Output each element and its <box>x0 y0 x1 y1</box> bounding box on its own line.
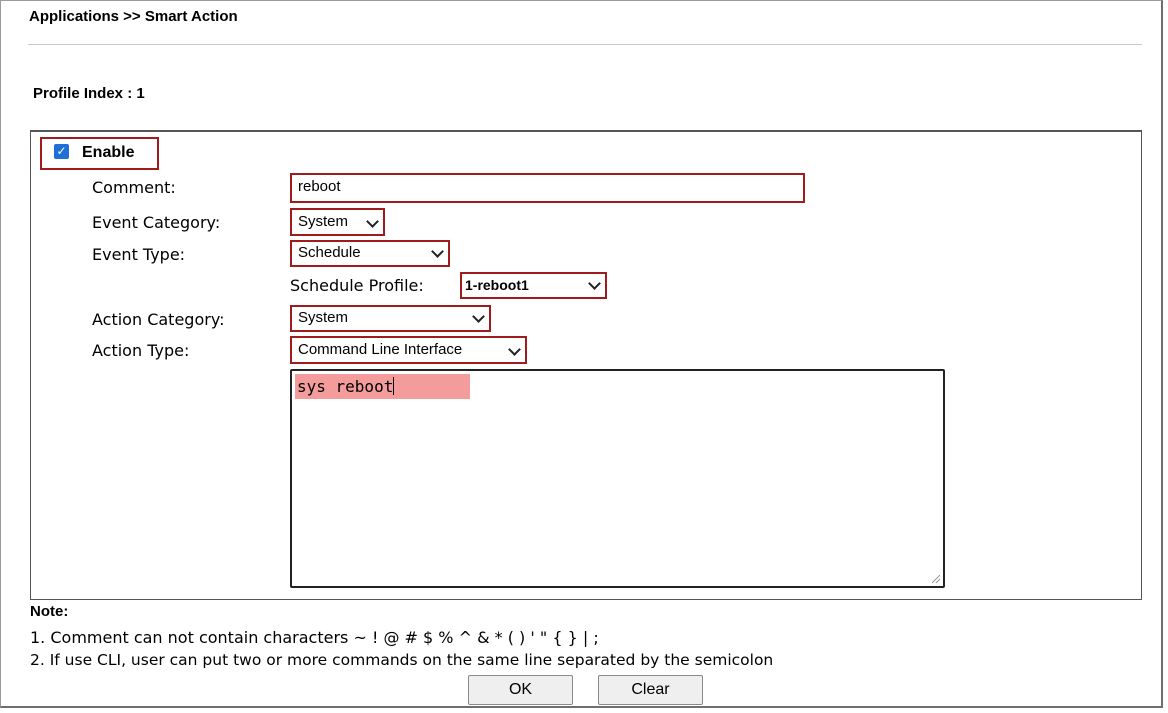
cli-command-textarea[interactable]: sys reboot <box>290 369 945 588</box>
ok-button[interactable]: OK <box>468 675 573 705</box>
profile-index-title: Profile Index : 1 <box>33 85 145 102</box>
action-category-highlight <box>290 305 491 332</box>
comment-label: Comment: <box>92 178 176 197</box>
comment-input[interactable]: reboot <box>298 178 341 195</box>
event-type-value: Schedule <box>298 244 361 261</box>
text-cursor <box>393 377 395 395</box>
event-category-label: Event Category: <box>92 213 221 232</box>
note-title: Note: <box>30 603 69 620</box>
action-category-label: Action Category: <box>92 310 225 329</box>
action-type-value: Command Line Interface <box>298 341 463 358</box>
action-category-value: System <box>298 309 349 326</box>
enable-highlight <box>40 137 159 170</box>
event-type-select[interactable]: Schedule <box>292 242 448 265</box>
schedule-profile-label: Schedule Profile: <box>290 276 424 295</box>
action-type-highlight <box>290 336 527 364</box>
note-line-1: 1. Comment can not contain characters ~ … <box>30 628 599 647</box>
event-category-highlight <box>290 208 385 236</box>
chevron-down-icon <box>508 343 521 356</box>
schedule-profile-value: 1-reboot1 <box>465 277 529 293</box>
cli-text: sys reboot <box>297 377 394 396</box>
action-category-select[interactable]: System <box>292 307 489 330</box>
comment-highlight <box>290 173 805 203</box>
action-type-select[interactable]: Command Line Interface <box>292 338 525 362</box>
event-type-highlight <box>290 240 450 267</box>
checkmark-icon: ✓ <box>56 144 67 158</box>
chevron-down-icon <box>472 310 485 323</box>
schedule-profile-highlight <box>460 272 607 299</box>
chevron-down-icon <box>431 245 444 258</box>
event-type-label: Event Type: <box>92 245 186 264</box>
chevron-down-icon <box>366 215 379 228</box>
cli-selection: sys reboot <box>295 374 470 399</box>
divider <box>28 44 1142 45</box>
note-line-2: 2. If use CLI, user can put two or more … <box>30 651 774 669</box>
enable-label: Enable <box>82 144 135 161</box>
chevron-down-icon <box>588 277 601 290</box>
event-category-value: System <box>298 213 349 230</box>
breadcrumb: Applications >> Smart Action <box>29 8 238 25</box>
smart-action-panel <box>30 130 1142 600</box>
event-category-select[interactable]: System <box>292 210 383 234</box>
schedule-profile-select[interactable]: 1-reboot1 <box>462 274 605 297</box>
resize-grip-icon[interactable] <box>932 575 940 583</box>
clear-button[interactable]: Clear <box>598 675 703 705</box>
enable-checkbox[interactable]: ✓ <box>54 144 69 159</box>
action-type-label: Action Type: <box>92 341 190 360</box>
